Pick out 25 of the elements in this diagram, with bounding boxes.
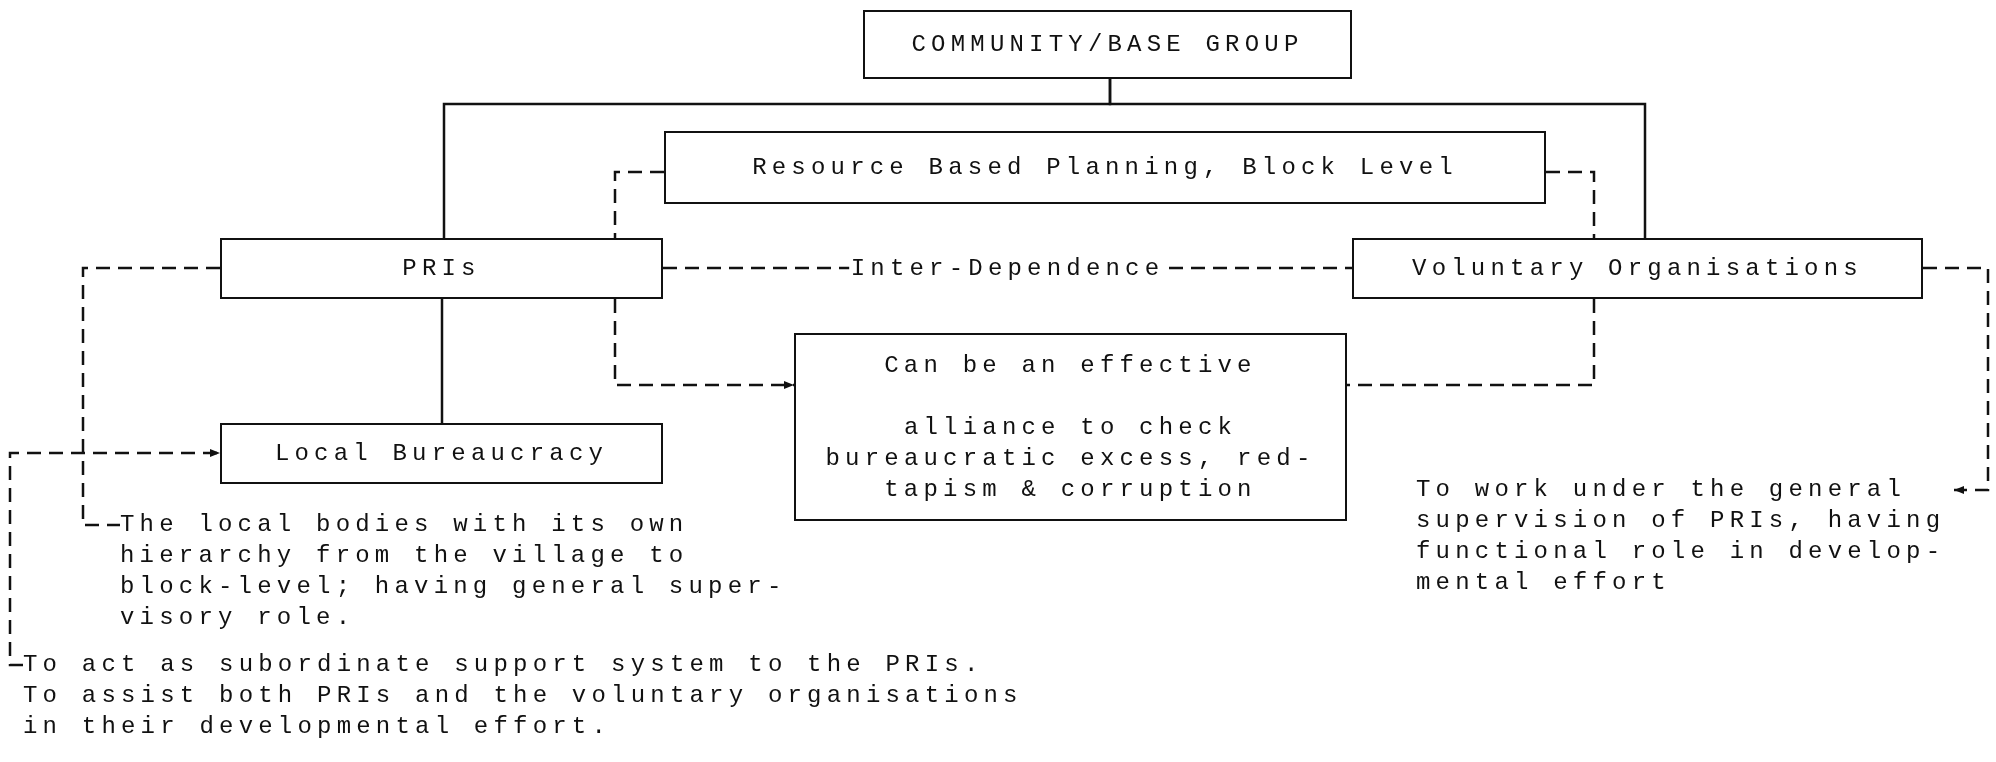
process-box: [220, 238, 663, 299]
box-label: Voluntary Organisations: [1412, 254, 1863, 284]
box-label: COMMUNITY/BASE GROUP: [911, 30, 1304, 60]
connector-line: [613, 170, 664, 238]
box-label: PRIs: [402, 254, 481, 284]
box-label: Can be an effective: [884, 350, 1257, 381]
box-label: alliance to check bureaucratic excess, red- tapism & corruption: [824, 412, 1317, 505]
arrow: [8, 449, 220, 667]
note-text: To work under the general supervision of PRIs, having functional role in develop- mental effort: [1416, 474, 1954, 598]
process-box: [863, 10, 1352, 79]
note-text: To act as subordinate support system to the PRIs. To assist both PRIs and the voluntary organisations in their developmental effort.: [23, 649, 1031, 742]
connector-line: [81, 266, 220, 527]
process-box: [1352, 238, 1923, 299]
box-label: Local Bureaucracy: [274, 439, 609, 469]
process-box: [664, 131, 1546, 204]
box-label: Resource Based Planning, Block Level: [752, 153, 1458, 183]
arrow: [613, 299, 794, 389]
process-box: [794, 333, 1347, 521]
note-text: The local bodies with its own hierarchy from the village to block-level; having general super- visory role.: [120, 509, 795, 633]
process-box: [220, 423, 663, 484]
connector-line: [1546, 170, 1596, 238]
connector-line: [1108, 79, 1647, 238]
connector-line: [1347, 299, 1596, 387]
arrow: [1923, 266, 1990, 494]
connector-line: [440, 299, 444, 423]
